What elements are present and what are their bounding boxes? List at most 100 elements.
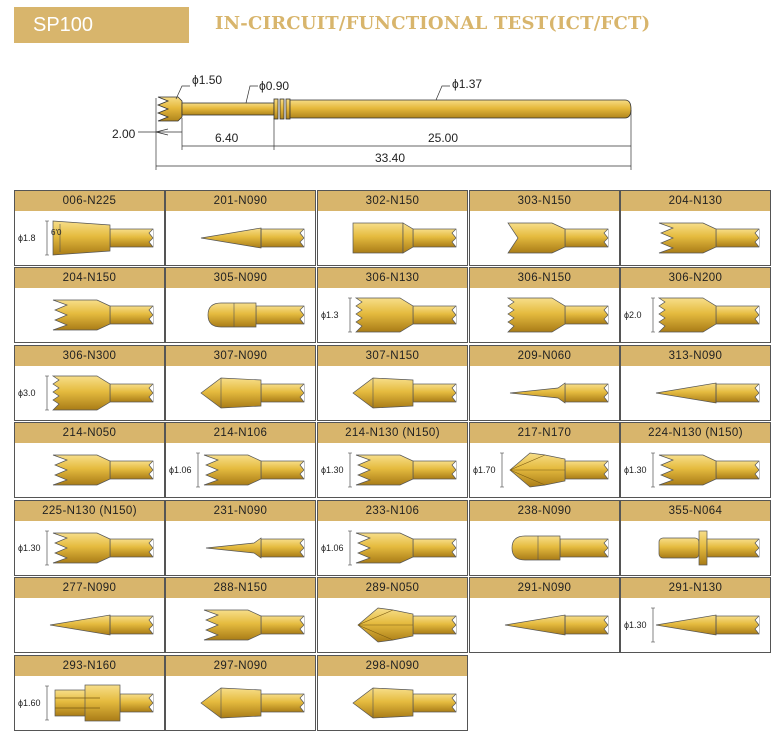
tip-cell: 306-N130 ϕ1.3	[317, 267, 468, 343]
tip-code-label: 306-N200	[621, 268, 770, 288]
probe-tip-icon	[504, 614, 609, 636]
tip-code-label: 224-N130 (N150)	[621, 423, 770, 443]
probe-tip-icon: ϕ1.30	[624, 452, 760, 488]
tip-cell: 238-N090	[469, 500, 620, 576]
tip-code-label: 306-N150	[470, 268, 619, 288]
tip-code-label: 225-N130 (N150)	[15, 501, 164, 521]
tip-cell: 288-N150	[165, 577, 316, 653]
probe-tip-icon: ϕ1.60	[18, 684, 154, 722]
tip-dimension-label: ϕ1.60	[18, 698, 41, 708]
probe-dimension-diagram: ϕ1.50 ϕ0.90 ϕ1.37 2.00 6.40 25.00 33.40	[112, 73, 632, 170]
tip-dimension-label: ϕ1.06	[169, 465, 192, 475]
tip-dimension: ϕ1.70	[473, 452, 504, 488]
tip-cell: 233-N106 ϕ1.06	[317, 500, 468, 576]
tip-cell: 298-N090	[317, 655, 468, 731]
tip-code-label: 298-N090	[318, 656, 467, 676]
probe-tip-icon	[506, 297, 609, 333]
dim-total-length: 33.40	[375, 151, 405, 165]
probe-tip-icon	[207, 302, 305, 328]
tip-angle-label: 6'0	[51, 228, 62, 237]
tip-cell: 305-N090	[165, 267, 316, 343]
dim-head-diameter: ϕ1.50	[192, 73, 222, 87]
tip-cell: 307-N090	[165, 345, 316, 421]
tip-dimension-label: ϕ1.30	[624, 620, 647, 630]
page-title: IN-CIRCUIT/FUNCTIONAL TEST(ICT/FCT)	[215, 13, 651, 34]
probe-tip-icon	[509, 382, 609, 404]
tip-cell: 306-N200 ϕ2.0	[620, 267, 771, 343]
tip-cell: 224-N130 (N150) ϕ1.30	[620, 422, 771, 498]
tip-code-label: 313-N090	[621, 346, 770, 366]
tip-code-label: 306-N300	[15, 346, 164, 366]
tip-code-label: 209-N060	[470, 346, 619, 366]
probe-tip-icon	[200, 377, 305, 409]
dim-mid-diameter: ϕ0.90	[259, 79, 289, 93]
probe-tip-icon	[655, 382, 760, 404]
tip-code-label: 214-N106	[166, 423, 315, 443]
dim-plunger-length: 6.40	[215, 131, 239, 145]
tip-cell: 225-N130 (N150) ϕ1.30	[14, 500, 165, 576]
tip-cell: 231-N090	[165, 500, 316, 576]
tip-cell: 303-N150	[469, 190, 620, 266]
tip-cell: 214-N050	[14, 422, 165, 498]
probe-tip-icon	[200, 687, 305, 719]
tip-cell: 289-N050	[317, 577, 468, 653]
tip-dimension: ϕ1.30	[321, 452, 352, 488]
probe-tip-icon	[507, 222, 609, 254]
tip-dimension-label: ϕ1.30	[18, 543, 41, 553]
tip-code-label: 303-N150	[470, 191, 619, 211]
tip-cell: 307-N150	[317, 345, 468, 421]
tip-cell: 313-N090	[620, 345, 771, 421]
probe-tip-icon	[203, 609, 305, 641]
tip-code-label: 293-N160	[15, 656, 164, 676]
tip-cell: 204-N130	[620, 190, 771, 266]
tip-dimension-label: ϕ1.3	[321, 310, 339, 320]
tip-cell: 293-N160 ϕ1.60	[14, 655, 165, 731]
tip-dimension-label: ϕ1.8	[18, 233, 36, 243]
tip-dimension-label: ϕ3.0	[18, 388, 36, 398]
tip-code-label: 291-N090	[470, 578, 619, 598]
tip-code-label: 231-N090	[166, 501, 315, 521]
tip-code-label: 233-N106	[318, 501, 467, 521]
probe-tip-icon: ϕ1.06	[169, 452, 305, 488]
tip-cell: 277-N090	[14, 577, 165, 653]
tip-code-label: 214-N130 (N150)	[318, 423, 467, 443]
tip-code-label: 307-N150	[318, 346, 467, 366]
tip-dimension: ϕ1.30	[624, 607, 655, 643]
tip-dimension: ϕ1.3	[321, 297, 352, 333]
tip-dimension-label: ϕ1.30	[624, 465, 647, 475]
tip-code-label: 289-N050	[318, 578, 467, 598]
tip-dimension: ϕ3.0	[18, 375, 49, 411]
tip-code-label: 302-N150	[318, 191, 467, 211]
probe-tip-icon	[658, 530, 760, 566]
tip-cell: 214-N130 (N150) ϕ1.30	[317, 422, 468, 498]
tip-code-label: 214-N050	[15, 423, 164, 443]
tip-dimension: ϕ2.0	[624, 297, 655, 333]
probe-tip-icon	[658, 222, 760, 254]
tip-dimension-label: ϕ1.06	[321, 543, 344, 553]
tip-code-label: 291-N130	[621, 578, 770, 598]
series-label: SP100	[33, 14, 94, 36]
tip-cell: 297-N090	[165, 655, 316, 731]
tip-code-label: 217-N170	[470, 423, 619, 443]
tip-cell: 201-N090	[165, 190, 316, 266]
dim-tip-length: 2.00	[112, 127, 136, 141]
probe-tip-icon	[357, 607, 457, 643]
probe-tip-icon	[205, 537, 305, 559]
dim-barrel-length: 25.00	[428, 131, 458, 145]
tip-cell: 291-N130 ϕ1.30	[620, 577, 771, 653]
probe-tip-icon	[352, 222, 457, 254]
tip-code-label: 305-N090	[166, 268, 315, 288]
probe-tip-icon: ϕ1.30	[18, 530, 154, 566]
tip-dimension: ϕ1.60	[18, 685, 49, 721]
probe-tip-icon: ϕ3.0	[18, 375, 154, 411]
probe-tip-icon	[52, 454, 154, 486]
probe-tip-icon	[352, 377, 457, 409]
tip-code-label: 306-N130	[318, 268, 467, 288]
tip-cell: 355-N064	[620, 500, 771, 576]
tip-code-label: 204-N130	[621, 191, 770, 211]
probe-tip-icon: ϕ1.30	[624, 607, 760, 643]
probe-tip-icon: ϕ2.0	[624, 297, 760, 333]
probe-tip-icon	[352, 687, 457, 719]
probe-tip-icon: ϕ1.3	[321, 297, 457, 333]
